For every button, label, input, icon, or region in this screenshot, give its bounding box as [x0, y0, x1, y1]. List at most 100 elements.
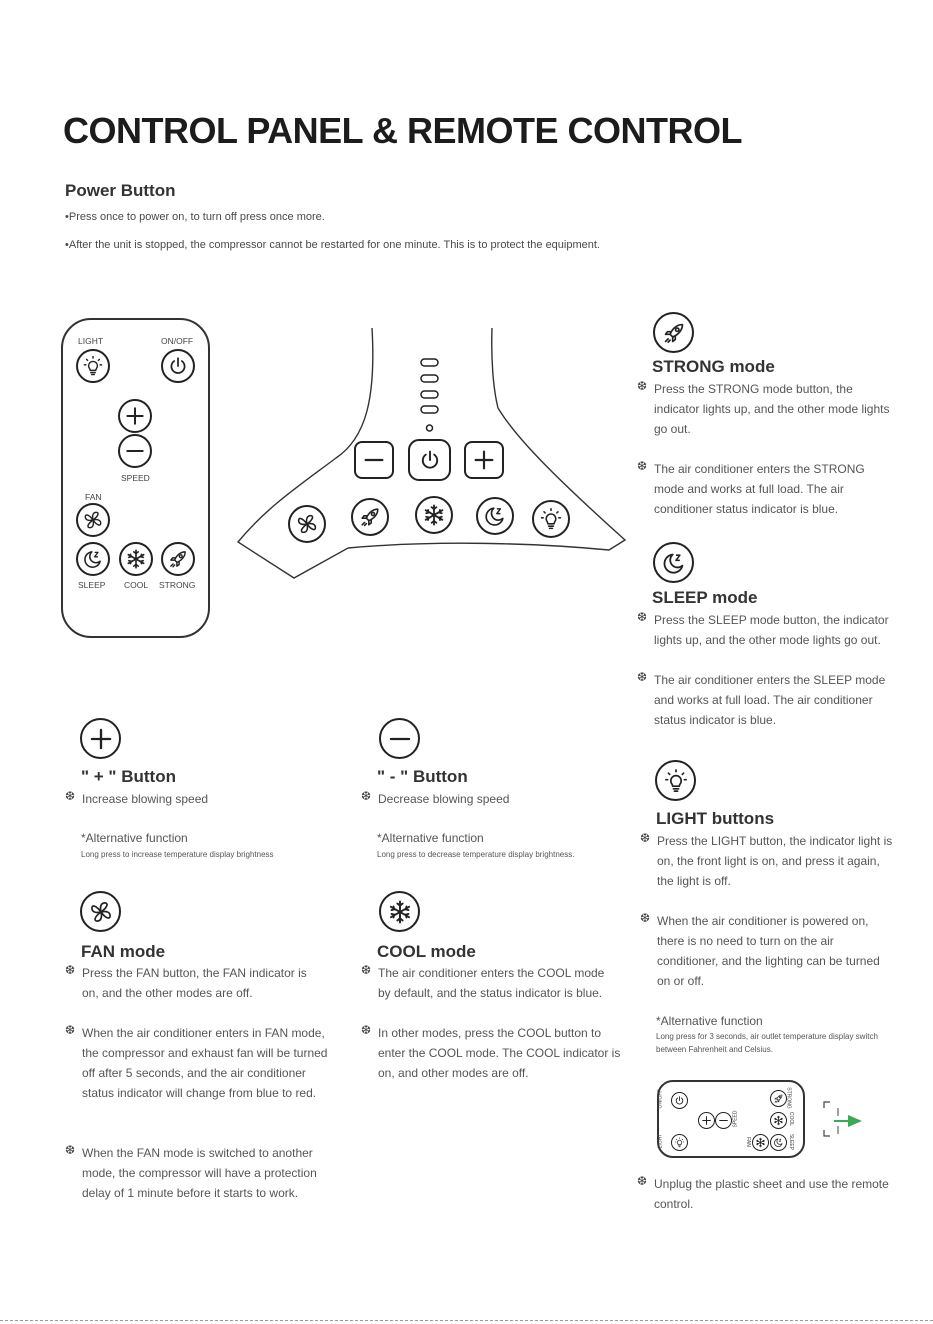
strong-heading: STRONG mode	[652, 357, 775, 376]
power-icon	[418, 448, 442, 472]
remote-cool-button[interactable]	[119, 542, 153, 576]
plus-heading: " + " Button	[81, 767, 176, 786]
mini-fan-button[interactable]	[752, 1134, 769, 1151]
mini-onoff-label: ON/OFF	[657, 1089, 664, 1109]
snowflake-bullet-icon: ❆	[65, 963, 76, 977]
remote-power-button[interactable]	[161, 349, 195, 383]
mini-light-label: LIGHT	[657, 1133, 664, 1149]
snowflake-bullet-icon: ❆	[65, 789, 76, 803]
cool-icon-circle	[379, 891, 420, 932]
power-line-1: •Press once to power on, to turn off pre…	[65, 211, 325, 223]
mini-light-button[interactable]	[671, 1134, 688, 1151]
cool-heading: COOL mode	[377, 942, 476, 961]
sleep-icon	[483, 504, 507, 528]
rocket-icon	[167, 548, 189, 570]
panel-minus-button[interactable]	[354, 441, 394, 479]
plus-icon	[124, 405, 146, 427]
remote-onoff-label: ON/OFF	[161, 336, 194, 346]
bulb-icon	[539, 507, 563, 531]
light-alt-heading: *Alternative function	[656, 1014, 763, 1028]
mini-fan-label: FAN	[744, 1137, 751, 1147]
snowflake-icon	[422, 503, 446, 527]
remote-plus-button[interactable]	[118, 399, 152, 433]
mini-plus-button[interactable]	[698, 1112, 715, 1129]
snowflake-bullet-icon: ❆	[361, 789, 372, 803]
power-heading: Power Button	[65, 181, 176, 200]
snowflake-bullet-icon: ❆	[637, 610, 648, 624]
remote-sleep-button[interactable]	[76, 542, 110, 576]
panel-power-button[interactable]	[408, 439, 451, 481]
power-icon	[167, 355, 189, 377]
light-icon-circle	[655, 760, 696, 801]
mini-speed-label: SPEED	[732, 1110, 739, 1128]
mini-remote: ON/OFF SPEED LIGHT STRONG COOL FAN SLEEP	[657, 1080, 805, 1158]
sleep-icon	[82, 548, 104, 570]
minus-heading: " - " Button	[377, 767, 468, 786]
bulb-icon	[663, 768, 689, 794]
minus-alt-heading: *Alternative function	[377, 831, 484, 845]
snowflake-bullet-icon: ❆	[65, 1023, 76, 1037]
mini-strong-label: STRONG	[785, 1087, 792, 1109]
plus-icon	[88, 726, 114, 752]
mini-cool-button[interactable]	[770, 1112, 787, 1129]
fan-icon	[88, 899, 114, 925]
page-bottom-divider	[0, 1320, 933, 1321]
plus-icon-circle	[80, 718, 121, 759]
sleep-mode-icon-circle	[653, 542, 694, 583]
control-panel	[236, 328, 626, 579]
plus-alt-heading: *Alternative function	[81, 831, 188, 845]
light-alt-text: Long press for 3 seconds, air outlet tem…	[656, 1032, 878, 1054]
snowflake-icon	[773, 1115, 784, 1126]
snowflake-bullet-icon: ❆	[637, 1174, 648, 1188]
strong-mode-icon-circle	[653, 312, 694, 353]
snowflake-icon	[125, 548, 147, 570]
snowflake-bullet-icon: ❆	[637, 379, 648, 393]
minus-icon	[718, 1115, 729, 1126]
rocket-icon	[773, 1093, 784, 1104]
mini-sleep-button[interactable]	[770, 1134, 787, 1151]
panel-fan-button[interactable]	[288, 505, 326, 543]
remote-speed-label: SPEED	[121, 473, 150, 483]
minus-icon	[387, 726, 413, 752]
plus-icon	[701, 1115, 712, 1126]
panel-light-button[interactable]	[532, 500, 570, 538]
panel-sleep-button[interactable]	[476, 497, 514, 535]
light-heading: LIGHT buttons	[656, 809, 775, 828]
panel-cool-button[interactable]	[415, 496, 453, 534]
mini-strong-button[interactable]	[770, 1090, 787, 1107]
snowflake-bullet-icon: ❆	[361, 963, 372, 977]
bulb-icon	[674, 1137, 685, 1148]
mini-sleep-label: SLEEP	[788, 1133, 795, 1151]
remote-light-button[interactable]	[76, 349, 110, 383]
panel-strong-button[interactable]	[351, 498, 389, 536]
snowflake-bullet-icon: ❆	[637, 459, 648, 473]
remote-fan-button[interactable]	[76, 503, 110, 537]
remote-minus-button[interactable]	[118, 434, 152, 468]
panel-plus-button[interactable]	[464, 441, 504, 479]
mini-cool-label: COOL	[788, 1111, 795, 1127]
power-icon	[674, 1095, 685, 1106]
snowflake-bullet-icon: ❆	[640, 911, 651, 925]
minus-icon	[124, 440, 146, 462]
snowflake-bullet-icon: ❆	[65, 1143, 76, 1157]
snowflake-bullet-icon: ❆	[361, 1023, 372, 1037]
fan-icon	[295, 512, 319, 536]
sleep-icon	[661, 550, 687, 576]
remote-strong-button[interactable]	[161, 542, 195, 576]
remote-light-label: LIGHT	[78, 336, 104, 346]
pull-tab-arrow	[823, 1101, 862, 1137]
mini-power-button[interactable]	[671, 1092, 688, 1109]
remote-sleep-label: SLEEP	[78, 580, 106, 590]
snowflake-bullet-icon: ❆	[637, 670, 648, 684]
plus-icon	[472, 448, 496, 472]
bulb-icon	[82, 355, 104, 377]
snowflake-icon	[755, 1137, 766, 1148]
fan-icon	[82, 509, 104, 531]
mini-minus-button[interactable]	[715, 1112, 732, 1129]
minus-icon	[362, 448, 386, 472]
remote-cool-label: COOL	[124, 580, 149, 590]
page-title: CONTROL PANEL & REMOTE CONTROL	[63, 110, 743, 151]
sleep-heading: SLEEP mode	[652, 588, 758, 607]
plus-alt-text: Long press to increase temperature displ…	[81, 850, 274, 859]
remote-strong-label: STRONG	[159, 580, 196, 590]
